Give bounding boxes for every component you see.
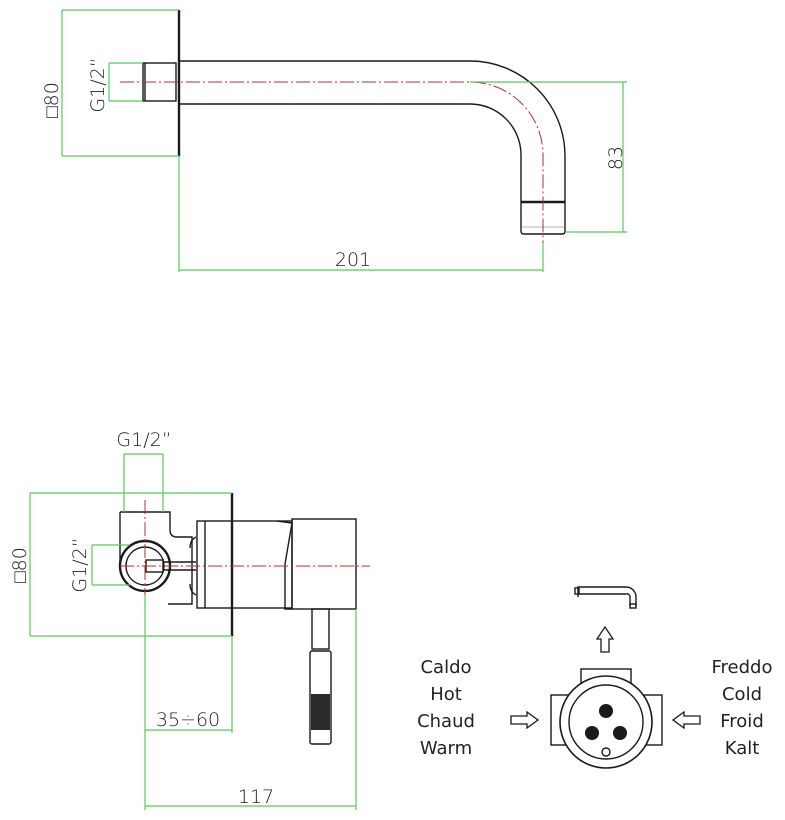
mixer-rear-body (196, 520, 293, 609)
spout-inner-edge (180, 103, 522, 202)
mixer-plate-dimension (29, 492, 232, 637)
flow-diagram: Caldo Hot Chaud Warm Freddo Cold Froid K… (417, 586, 773, 769)
hot-inlet-arrow-icon (510, 710, 540, 730)
lever-stem (311, 608, 330, 650)
depth-range-label: 35÷60 (156, 709, 220, 731)
body-taper (276, 520, 293, 610)
spout-drop-label: 83 (605, 146, 627, 170)
depth-range-dimension (144, 595, 233, 810)
pin-hole (601, 747, 611, 757)
cold-port-dot (613, 726, 627, 740)
cold-water-labels: Freddo Cold Froid Kalt (712, 657, 773, 759)
cold-label-en: Cold (722, 684, 762, 705)
plate-dimension (61, 9, 179, 157)
thread-dimension (108, 62, 143, 102)
cold-label-fr: Froid (720, 711, 764, 732)
cold-inlet-arrow-icon (671, 710, 701, 730)
lever-grip (309, 650, 332, 745)
hot-label-de: Warm (420, 738, 472, 759)
side-thread-dimension (91, 544, 130, 586)
length-dimension (178, 156, 544, 272)
spout-length-label: 201 (335, 249, 371, 271)
hot-label-it: Caldo (420, 657, 471, 678)
drop-dimension (470, 81, 627, 233)
hot-water-labels: Caldo Hot Chaud Warm (417, 657, 475, 759)
thread-label: G1/2” (87, 57, 109, 112)
mini-spout-icon (574, 586, 637, 609)
lever-knurling (311, 694, 330, 730)
spout-view: □80 G1/2” 201 83 (41, 9, 627, 272)
mixer-front-body (291, 518, 357, 610)
hot-port-dot (585, 726, 599, 740)
side-thread-label: G1/2” (69, 537, 91, 592)
spout-outer-edge (180, 60, 566, 202)
cold-label-it: Freddo (712, 657, 773, 678)
body-outer-circle (559, 675, 653, 769)
cold-label-de: Kalt (725, 738, 760, 759)
outlet-arrow-icon (595, 625, 615, 653)
outlet-port-dot (599, 704, 613, 718)
total-depth-dimension (145, 609, 357, 810)
spout-centerline (120, 81, 544, 243)
mixer-view: G1/2” □80 G1/2” 35÷60 117 (9, 429, 370, 810)
hot-label-fr: Chaud (417, 711, 475, 732)
body-inner-circle (568, 684, 644, 760)
aerator-tip (520, 202, 566, 235)
inlet-body (120, 511, 193, 605)
top-thread-dimension (123, 453, 164, 512)
top-thread-label: G1/2” (116, 429, 171, 451)
total-depth-label: 117 (238, 786, 274, 808)
hot-label-en: Hot (430, 684, 462, 705)
plate-size-label: □80 (41, 82, 63, 118)
mixer-plate-label: □80 (9, 547, 31, 583)
nut-curves (189, 536, 197, 596)
